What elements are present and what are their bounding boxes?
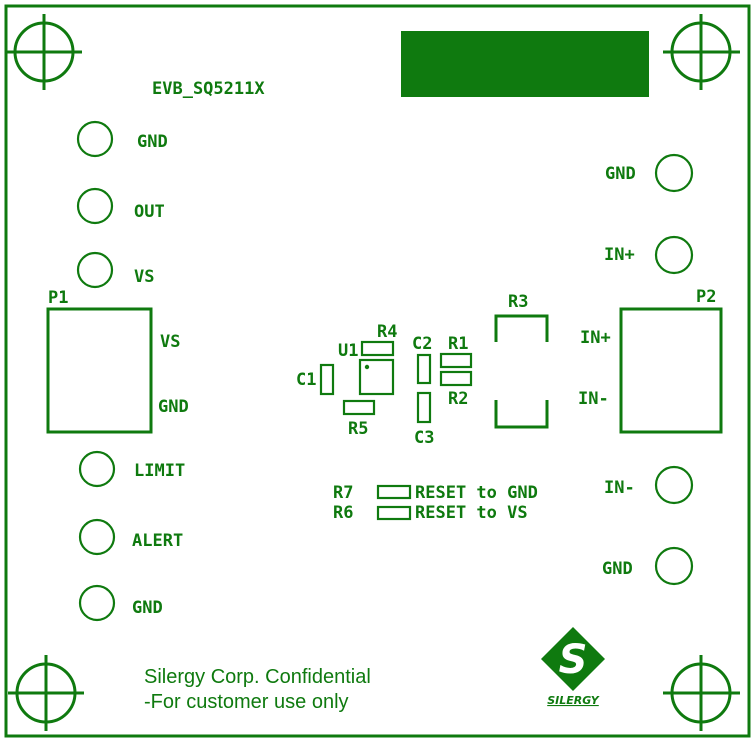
pin-label-gnd-bottom-left: GND <box>132 598 163 618</box>
p1-ref-label: P1 <box>48 288 68 308</box>
mounting-hole-top-right <box>663 14 740 90</box>
pin-label-gnd-bottom-right: GND <box>602 559 633 579</box>
mounting-hole-top-left <box>6 14 82 90</box>
r5-footprint <box>342 399 376 416</box>
pin-label-out: OUT <box>134 202 165 222</box>
r2-ref-label: R2 <box>448 389 468 409</box>
u1-ref-label: U1 <box>338 341 358 361</box>
r7-ref-label: R7 <box>333 483 353 503</box>
confidential-line-2: -For customer use only <box>144 691 349 713</box>
pin-label-in-minus-bottom: IN- <box>604 478 635 498</box>
silergy-logo-diamond <box>541 627 605 691</box>
u1-pin1-marker <box>364 364 370 370</box>
test-point-gnd-bottom-right[interactable] <box>654 546 694 586</box>
test-point-in-minus[interactable] <box>654 465 694 505</box>
pin-label-gnd-top-left: GND <box>137 132 168 152</box>
c3-ref-label: C3 <box>414 428 434 448</box>
test-point-alert[interactable] <box>78 518 116 556</box>
pin-label-vs: VS <box>134 267 154 287</box>
label-pad <box>401 31 649 97</box>
test-point-out[interactable] <box>76 187 114 225</box>
p2-ref-label: P2 <box>696 287 716 307</box>
r4-footprint <box>360 340 395 357</box>
test-point-gnd-top-left[interactable] <box>76 120 114 158</box>
p2-pin-in-plus-label: IN+ <box>580 328 611 348</box>
r4-ref-label: R4 <box>377 322 397 342</box>
r7-function-label: RESET to GND <box>415 483 538 503</box>
c1-ref-label: C1 <box>296 370 316 390</box>
c2-ref-label: C2 <box>412 334 432 354</box>
pin-label-gnd-top-right: GND <box>605 164 636 184</box>
r1-footprint <box>439 352 473 369</box>
test-point-limit[interactable] <box>78 450 116 488</box>
r3-ref-label: R3 <box>508 292 528 312</box>
r2-footprint <box>439 370 473 387</box>
board-outline <box>4 4 751 738</box>
board-title: EVB_SQ5211X <box>152 79 265 99</box>
r5-ref-label: R5 <box>348 419 368 439</box>
p2-connector[interactable] <box>619 307 723 434</box>
r6-ref-label: R6 <box>333 503 353 523</box>
c3-footprint <box>416 391 432 424</box>
pin-label-in-plus-top: IN+ <box>604 245 635 265</box>
silergy-logo: S SILERGY <box>541 627 605 707</box>
test-point-gnd-bottom-left[interactable] <box>78 584 116 622</box>
pin-label-limit: LIMIT <box>134 461 185 481</box>
confidential-line-1: Silergy Corp. Confidential <box>144 666 371 688</box>
p2-pin-in-minus-label: IN- <box>578 389 609 409</box>
test-point-gnd-top-right[interactable] <box>654 153 694 193</box>
r7-footprint[interactable] <box>376 484 412 500</box>
p1-pin-vs-label: VS <box>160 332 180 352</box>
p1-pin-gnd-label: GND <box>158 397 189 417</box>
c1-footprint <box>319 363 335 396</box>
u1-footprint <box>358 358 395 396</box>
silergy-logo-text: SILERGY <box>547 694 600 707</box>
mounting-hole-bottom-left <box>8 655 84 731</box>
mounting-hole-bottom-right <box>663 655 740 731</box>
test-point-vs[interactable] <box>76 251 114 289</box>
r6-footprint[interactable] <box>376 505 412 521</box>
r6-function-label: RESET to VS <box>415 503 528 523</box>
r1-ref-label: R1 <box>448 334 468 354</box>
test-point-in-plus[interactable] <box>654 235 694 275</box>
r3-footprint <box>494 314 549 429</box>
c2-footprint <box>416 353 432 385</box>
p1-connector[interactable] <box>46 307 153 434</box>
silergy-logo-s-glyph: S <box>559 637 588 683</box>
pin-label-alert: ALERT <box>132 531 183 551</box>
